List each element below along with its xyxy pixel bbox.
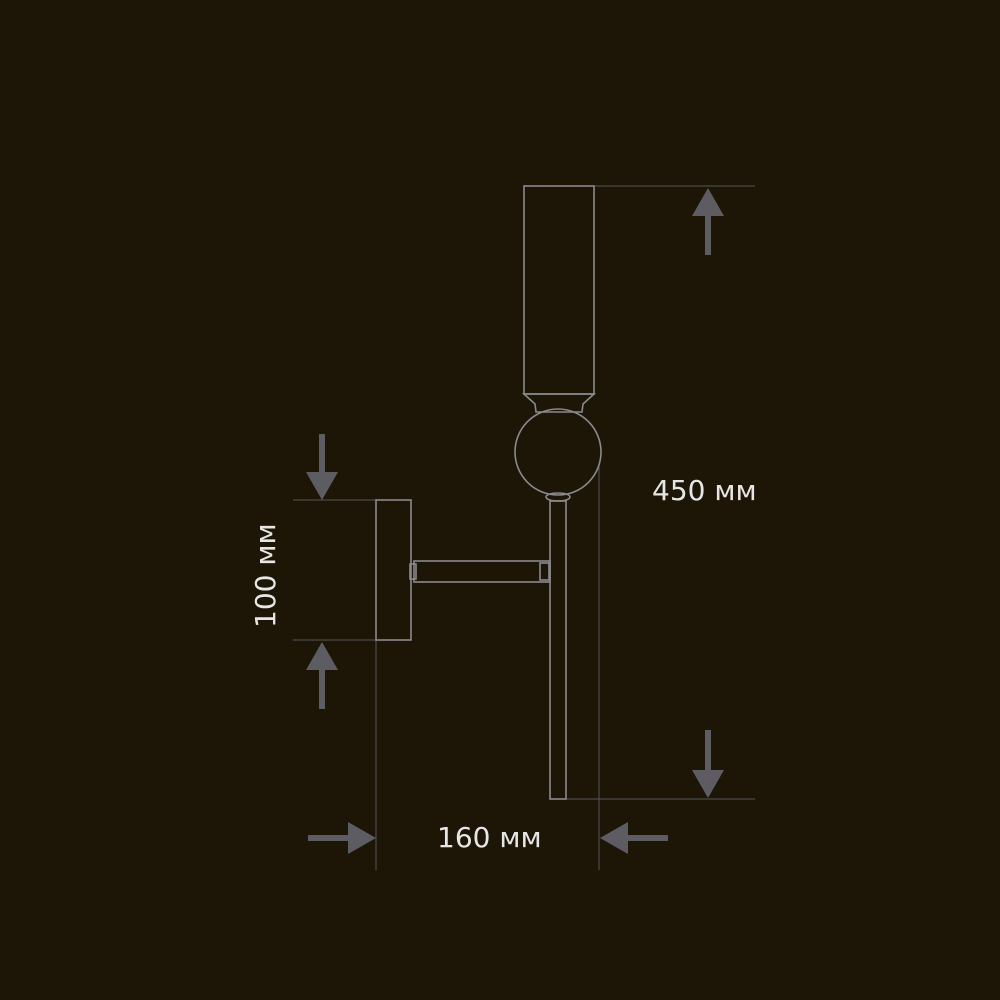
width-dimension-label: 160 мм (437, 821, 542, 854)
arm-sleeve-right (539, 562, 550, 581)
arm-sleeve-left (409, 563, 417, 580)
arrow-up-icon (306, 642, 338, 709)
extension-lines (293, 185, 755, 870)
wall-mount-plate (375, 499, 412, 641)
arrow-down-icon (306, 434, 338, 500)
wall-lamp-outline (375, 185, 602, 800)
arrow-down-icon (692, 730, 724, 798)
arrow-right-icon (308, 822, 376, 854)
globe-joint (514, 408, 602, 496)
height-dimension-label: 450 мм (652, 474, 757, 507)
vertical-stem (549, 500, 567, 800)
shade-holder (521, 393, 597, 413)
horizontal-arm (413, 560, 551, 583)
glass-shade (523, 185, 595, 395)
arrow-left-icon (600, 822, 668, 854)
base-dimension-label: 100 мм (249, 523, 282, 628)
dimension-arrows (306, 188, 724, 854)
arrow-up-icon (692, 188, 724, 255)
